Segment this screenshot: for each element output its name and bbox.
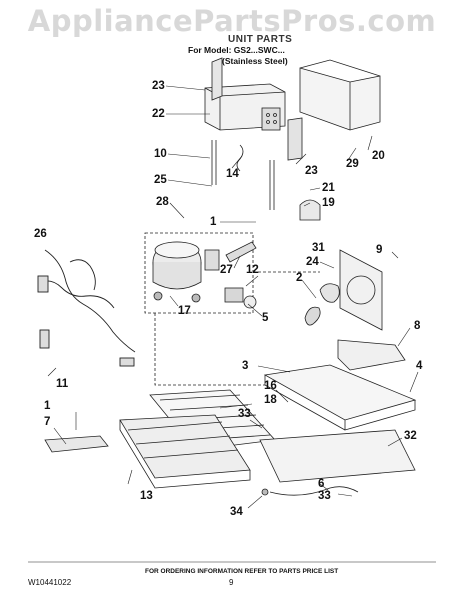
callout-23-b[interactable]: 23: [305, 165, 318, 177]
relay: [224, 287, 257, 309]
tubes: [211, 140, 275, 210]
callout-24[interactable]: 24: [306, 256, 319, 268]
callout-33-b[interactable]: 33: [318, 490, 331, 502]
callout-7[interactable]: 7: [44, 416, 51, 428]
upper-housing: [204, 57, 286, 131]
callout-19[interactable]: 19: [322, 197, 335, 209]
callout-18[interactable]: 18: [264, 394, 277, 406]
callout-9[interactable]: 9: [376, 244, 383, 256]
callout-1-b[interactable]: 1: [44, 400, 51, 412]
callout-8[interactable]: 8: [414, 320, 421, 332]
callout-27[interactable]: 27: [220, 264, 233, 276]
finish-label: (Stainless Steel): [222, 56, 288, 66]
tube-6: [269, 486, 359, 496]
callout-22[interactable]: 22: [152, 108, 165, 120]
condenser-fan: [304, 249, 383, 331]
callout-13[interactable]: 13: [140, 490, 153, 502]
callout-6[interactable]: 6: [318, 478, 325, 490]
callout-16[interactable]: 16: [264, 380, 277, 392]
callout-14[interactable]: 14: [226, 168, 239, 180]
callout-5[interactable]: 5: [262, 312, 269, 324]
page-title: UNIT PARTS: [228, 34, 293, 45]
page-number: 9: [229, 578, 234, 587]
connector-lines: [154, 271, 320, 386]
callout-25[interactable]: 25: [154, 174, 167, 186]
callout-23[interactable]: 23: [152, 80, 165, 92]
ordering-note: FOR ORDERING INFORMATION REFER TO PARTS …: [145, 568, 339, 575]
dryer-27: [225, 241, 257, 263]
grommet-34: [261, 488, 269, 496]
base-tray: [263, 364, 417, 431]
watermark: AppliancePartsPros.com: [27, 4, 437, 38]
compressor: [144, 232, 254, 314]
callout-3[interactable]: 3: [242, 360, 249, 372]
model-number: For Model: GS2...SWC...: [188, 45, 285, 55]
clip-19: [299, 199, 321, 221]
wire-harness: [37, 249, 136, 367]
callout-11[interactable]: 11: [56, 378, 69, 390]
callout-12[interactable]: 12: [246, 264, 259, 276]
callout-26[interactable]: 26: [34, 228, 47, 240]
callout-4[interactable]: 4: [416, 360, 423, 372]
callout-20[interactable]: 20: [372, 150, 385, 162]
callout-28[interactable]: 28: [156, 196, 169, 208]
callout-31[interactable]: 31: [312, 242, 325, 254]
callout-29[interactable]: 29: [346, 158, 359, 170]
callout-32[interactable]: 32: [404, 430, 417, 442]
cover-32: [259, 429, 416, 483]
callout-17[interactable]: 17: [178, 305, 191, 317]
callout-21[interactable]: 21: [322, 182, 335, 194]
top-right-channel: [287, 59, 381, 161]
callout-1[interactable]: 1: [210, 216, 217, 228]
leader-lines: [47, 85, 419, 509]
bracket-7: [44, 435, 109, 453]
document-number: W10441022: [28, 578, 72, 587]
callout-33[interactable]: 33: [238, 408, 251, 420]
callout-2[interactable]: 2: [296, 272, 303, 284]
coil-13: [119, 414, 251, 489]
bracket-8: [337, 339, 406, 371]
callout-10[interactable]: 10: [154, 148, 167, 160]
callout-34[interactable]: 34: [230, 506, 243, 518]
